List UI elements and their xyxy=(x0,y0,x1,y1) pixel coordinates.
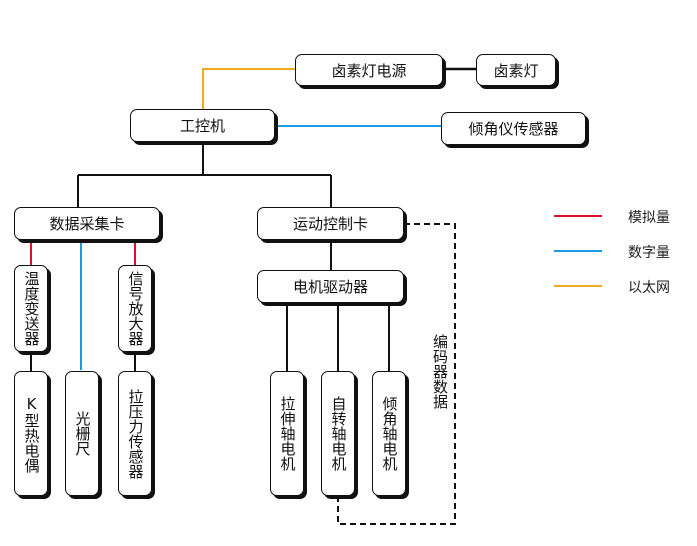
temp-transmitter-label: 温度变送器 xyxy=(22,271,41,346)
thermocouple-box: K型热电偶 xyxy=(14,371,48,496)
ipc-box: 工控机 xyxy=(130,109,275,142)
ipc-bus-line xyxy=(77,143,332,208)
motion-card-box: 运动控制卡 xyxy=(257,207,404,240)
stretch-motor-box: 拉伸轴电机 xyxy=(270,371,304,496)
halogen-power-label: 卤素灯电源 xyxy=(331,61,407,80)
driver-motor-lines xyxy=(286,303,390,372)
signal-amp-label: 信号放大器 xyxy=(126,271,145,346)
daq-card-box: 数据采集卡 xyxy=(14,207,160,240)
legend-label-digital: 数字量 xyxy=(628,245,670,261)
tilt-motor-label: 倾角轴电机 xyxy=(380,396,399,471)
tilt-sensor-label: 倾角仪传感器 xyxy=(468,120,559,138)
grating-ruler-box: 光栅尺 xyxy=(65,371,99,496)
halogen-power-box: 卤素灯电源 xyxy=(295,54,443,86)
rotation-motor-label: 自转轴电机 xyxy=(329,396,348,471)
motion-card-label: 运动控制卡 xyxy=(292,215,368,233)
daq-card-label: 数据采集卡 xyxy=(49,215,125,233)
legend-label-ethernet: 以太网 xyxy=(628,280,670,296)
motor-driver-box: 电机驱动器 xyxy=(257,270,404,303)
motor-driver-label: 电机驱动器 xyxy=(292,278,368,296)
ethernet-line xyxy=(202,68,296,110)
tilt-sensor-box: 倾角仪传感器 xyxy=(441,112,586,145)
stretch-motor-label: 拉伸轴电机 xyxy=(278,396,297,471)
encoder-data-label: 编码器数据 xyxy=(431,334,449,409)
signal-amp-box: 信号放大器 xyxy=(118,265,152,352)
rotation-motor-box: 自转轴电机 xyxy=(321,371,355,496)
force-sensor-label: 拉压力传感器 xyxy=(126,388,145,479)
thermocouple-label: K型热电偶 xyxy=(22,394,41,473)
halogen-lamp-box: 卤素灯 xyxy=(476,54,556,86)
ipc-label: 工控机 xyxy=(179,117,225,135)
legend-label-analog: 模拟量 xyxy=(628,210,670,226)
grating-ruler-label: 光栅尺 xyxy=(73,411,92,456)
encoder-feedback-line xyxy=(337,223,456,525)
force-sensor-box: 拉压力传感器 xyxy=(118,371,152,496)
halogen-lamp-label: 卤素灯 xyxy=(493,61,539,80)
temp-transmitter-box: 温度变送器 xyxy=(14,265,48,352)
tilt-motor-box: 倾角轴电机 xyxy=(372,371,406,496)
